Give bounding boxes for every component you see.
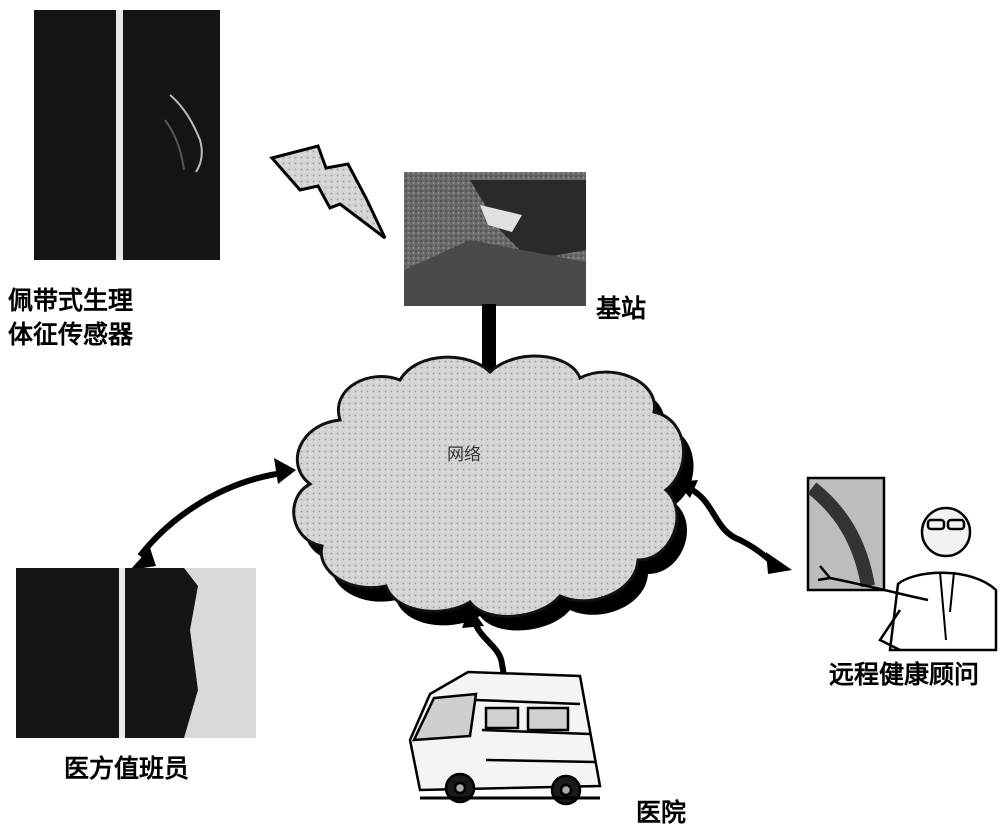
base-station-link [482,304,496,376]
network-doctor-arrow [130,458,296,570]
presenter-clipart [806,476,998,652]
network-label: 网络 [447,445,481,465]
sensor-label: 佩带式生理 体征传感器 [8,284,133,352]
network-cloud [292,354,686,618]
wearable-sensor-photo [34,10,220,260]
hospital-label: 医院 [636,798,687,827]
lightning-bolt-icon [269,144,387,240]
remote-consultant-label: 远程健康顾问 [829,660,980,689]
network-consultant-arrow [676,480,792,574]
sensor-label-line2: 体征传感器 [8,320,134,349]
sensor-label-line1: 佩带式生理 [8,286,134,315]
ambulance-clipart [408,670,602,806]
base-station-photo [404,172,586,306]
doctor-on-duty-label: 医方值班员 [64,754,190,783]
base-station-label: 基站 [596,294,647,323]
doctor-photo [16,568,256,738]
